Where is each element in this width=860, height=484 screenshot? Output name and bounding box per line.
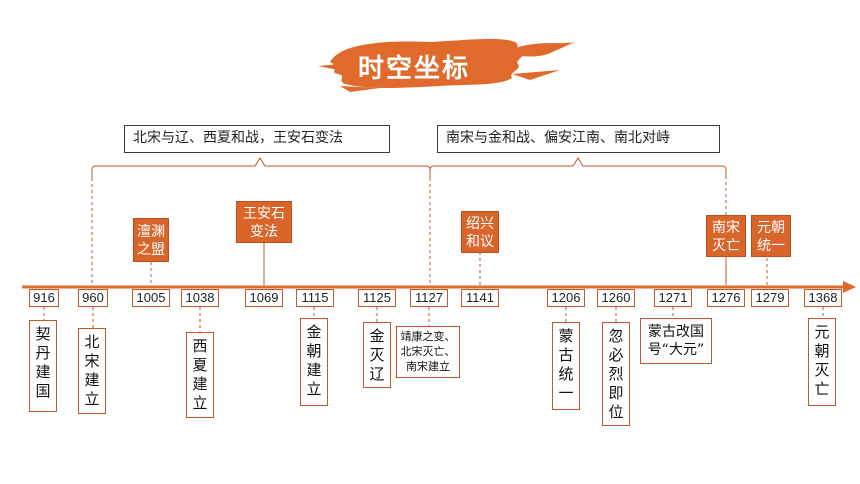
event-char: 丹 — [35, 344, 51, 362]
event-char: 西 — [192, 337, 208, 355]
year-1069: 1069 — [245, 289, 283, 307]
event-mongol-unification: 蒙 古 统 一 — [552, 322, 580, 410]
event-char: 国 — [35, 382, 51, 400]
period-bracket-1 — [91, 157, 431, 178]
year-1260: 1260 — [597, 289, 635, 307]
event-line: 元朝 — [757, 220, 785, 236]
event-line: 变法 — [250, 224, 278, 240]
event-great-yuan-named: 蒙古改国 号“大元” — [640, 318, 712, 364]
event-char: 必 — [608, 346, 624, 364]
event-char: 朝 — [306, 342, 322, 360]
event-southern-song-fall: 南宋 灭亡 — [706, 215, 746, 257]
event-line: 南宋 — [712, 220, 740, 236]
event-char: 北 — [84, 333, 100, 351]
period-bracket-2 — [429, 157, 727, 178]
event-jin-destroys-liao: 金 灭 辽 — [363, 322, 391, 388]
event-char: 契 — [35, 325, 51, 343]
event-char: 古 — [558, 346, 574, 364]
event-line: 南宋建立 — [406, 360, 450, 373]
year-960: 960 — [78, 289, 108, 307]
event-char: 建 — [35, 363, 51, 381]
guide-lines — [43, 170, 824, 332]
event-char: 朝 — [814, 342, 830, 360]
event-char: 烈 — [608, 365, 624, 383]
brush-stroke-banner — [318, 38, 575, 92]
year-1276: 1276 — [707, 289, 745, 307]
event-line: 澶渊 — [137, 224, 165, 240]
event-char: 建 — [306, 361, 322, 379]
event-char: 元 — [814, 323, 830, 341]
event-line: 号“大元” — [647, 342, 705, 358]
event-char: 立 — [84, 390, 100, 408]
event-chanyuan-treaty: 澶渊 之盟 — [133, 218, 169, 262]
page-title: 时空坐标 — [358, 54, 471, 84]
event-char: 位 — [608, 403, 624, 421]
year-1141: 1141 — [461, 289, 499, 307]
year-916: 916 — [29, 289, 59, 307]
year-1279: 1279 — [751, 289, 789, 307]
event-char: 统 — [558, 365, 574, 383]
event-char: 夏 — [192, 356, 208, 374]
year-1038: 1038 — [181, 289, 219, 307]
event-line: 灭亡 — [712, 238, 740, 254]
period-northern-song: 北宋与辽、西夏和战，王安石变法 — [124, 125, 390, 153]
event-jin-founded: 金 朝 建 立 — [300, 318, 328, 406]
event-char: 建 — [192, 375, 208, 393]
year-1005: 1005 — [132, 289, 170, 307]
event-char: 宋 — [84, 352, 100, 370]
year-1127: 1127 — [410, 289, 448, 307]
event-char: 一 — [558, 384, 574, 402]
event-western-xia-founded: 西 夏 建 立 — [186, 332, 214, 418]
event-char: 即 — [608, 384, 624, 402]
period-southern-song: 南宋与金和战、偏安江南、南北对峙 — [437, 125, 720, 153]
event-line: 之盟 — [137, 242, 165, 258]
event-khitan-founded: 契 丹 建 国 — [29, 320, 57, 412]
event-shaoxing-peace: 绍兴 和议 — [461, 211, 499, 253]
event-char: 金 — [306, 323, 322, 341]
year-1368: 1368 — [804, 289, 842, 307]
event-char: 忽 — [608, 327, 624, 345]
event-line: 和议 — [466, 234, 494, 250]
event-char: 金 — [369, 327, 385, 345]
event-char: 立 — [306, 380, 322, 398]
event-char: 灭 — [814, 361, 830, 379]
event-char: 亡 — [814, 380, 830, 398]
event-line: 统一 — [757, 238, 785, 254]
event-char: 辽 — [369, 365, 385, 383]
timeline-axis — [22, 281, 856, 293]
event-yuan-unification: 元朝 统一 — [751, 215, 791, 257]
event-kublai-enthroned: 忽 必 烈 即 位 — [602, 322, 630, 426]
event-line: 王安石 — [243, 206, 285, 222]
event-jingkang-incident: 靖康之变、 北宋灭亡、 南宋建立 — [396, 326, 460, 378]
event-line: 北宋灭亡、 — [400, 345, 456, 358]
year-1271: 1271 — [654, 289, 692, 307]
event-yuan-fall: 元 朝 灭 亡 — [808, 318, 836, 406]
year-1206: 1206 — [547, 289, 585, 307]
event-line: 绍兴 — [466, 216, 494, 232]
event-char: 灭 — [369, 346, 385, 364]
event-line: 蒙古改国 — [648, 324, 704, 340]
event-char: 立 — [192, 394, 208, 412]
event-char: 建 — [84, 371, 100, 389]
event-wang-anshi-reform: 王安石 变法 — [236, 201, 292, 243]
event-northern-song-founded: 北 宋 建 立 — [78, 328, 106, 414]
solid-connectors — [263, 243, 727, 285]
event-char: 蒙 — [558, 327, 574, 345]
year-1125: 1125 — [358, 289, 396, 307]
event-line: 靖康之变、 — [400, 330, 456, 343]
year-1115: 1115 — [296, 289, 334, 307]
